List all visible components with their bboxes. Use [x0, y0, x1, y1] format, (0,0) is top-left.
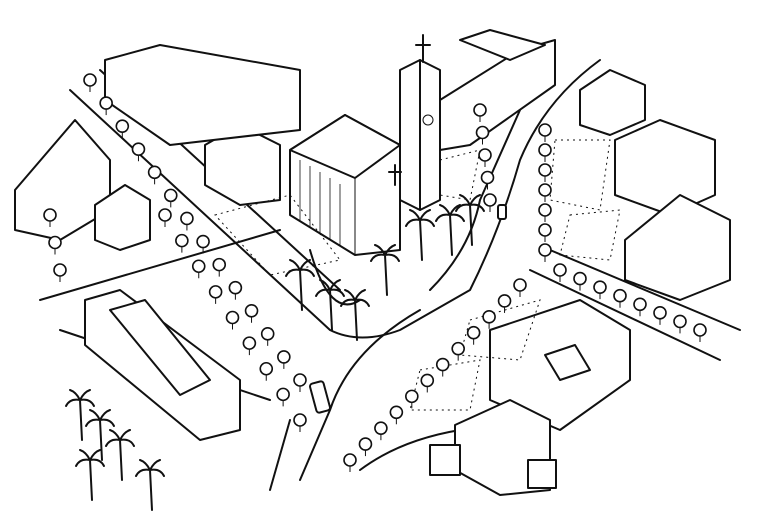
tree-icon: [475, 125, 490, 145]
tree-icon: [538, 243, 552, 262]
tree-icon: [478, 148, 492, 167]
palm-tree-icon: [405, 209, 435, 261]
tree-icon: [196, 234, 210, 254]
tree-icon: [293, 373, 307, 392]
buildings: [14, 29, 731, 496]
plazas: [214, 139, 621, 411]
tree-icon: [435, 357, 450, 377]
tree-icon: [673, 314, 687, 334]
trees: [43, 73, 707, 472]
church: [289, 34, 441, 256]
tree-icon: [482, 310, 496, 329]
tree-icon: [242, 336, 257, 356]
tree-icon: [131, 142, 146, 162]
tree-icon: [260, 327, 275, 346]
tree-icon: [466, 325, 481, 345]
tree-icon: [147, 165, 162, 185]
tree-icon: [158, 208, 172, 227]
tree-icon: [175, 233, 189, 253]
tree-icon: [99, 96, 113, 116]
tree-icon: [553, 263, 567, 282]
palm-tree-icon: [455, 194, 485, 246]
tree-icon: [538, 183, 552, 202]
palm-tree-icon: [85, 409, 115, 461]
tree-icon: [483, 193, 497, 212]
tree-icon: [180, 211, 194, 231]
tree-icon: [277, 350, 291, 369]
tree-icon: [374, 421, 388, 441]
tree-icon: [538, 143, 552, 162]
tree-icon: [228, 280, 243, 300]
tree-icon: [593, 280, 607, 300]
tree-icon: [53, 263, 67, 282]
tree-icon: [244, 303, 259, 323]
tree-icon: [538, 163, 552, 182]
car-icon: [309, 380, 331, 414]
car-icon: [497, 204, 507, 220]
tree-icon: [293, 413, 307, 432]
tree-icon: [163, 188, 178, 208]
tree-icon: [573, 271, 587, 291]
tree-icon: [420, 373, 435, 393]
tree-icon: [83, 73, 97, 92]
tree-icon: [613, 288, 627, 308]
tree-icon: [191, 259, 206, 279]
tree-icon: [513, 278, 527, 297]
palm-tree-icon: [370, 244, 400, 296]
tree-icon: [358, 437, 373, 457]
tree-icon: [208, 285, 223, 304]
tree-icon: [115, 119, 130, 139]
tree-icon: [480, 170, 495, 190]
palm-tree-icon: [65, 389, 95, 441]
tree-icon: [497, 294, 512, 313]
tree-icon: [405, 389, 419, 409]
church-wall-hatching: [299, 160, 341, 246]
tree-icon: [389, 405, 404, 425]
tree-icon: [43, 208, 57, 227]
palm-trees: [65, 194, 485, 511]
tree-icon: [653, 306, 667, 325]
palm-tree-icon: [435, 204, 465, 256]
tree-icon: [259, 361, 274, 381]
tree-icon: [633, 297, 647, 317]
palm-tree-icon: [105, 429, 135, 481]
palm-tree-icon: [285, 259, 315, 311]
tree-icon: [538, 123, 552, 142]
tree-icon: [225, 310, 240, 330]
tree-icon: [276, 387, 290, 407]
palm-tree-icon: [75, 449, 105, 501]
palm-tree-icon: [315, 279, 345, 331]
tree-icon: [693, 323, 707, 342]
tree-icon: [538, 223, 552, 242]
tree-icon: [473, 103, 487, 122]
tree-icon: [48, 235, 62, 255]
tree-icon: [538, 203, 552, 222]
tree-icon: [212, 257, 227, 277]
tree-icon: [451, 341, 465, 361]
palm-tree-icon: [340, 289, 370, 341]
tree-icon: [343, 453, 357, 472]
palm-tree-icon: [135, 459, 165, 511]
